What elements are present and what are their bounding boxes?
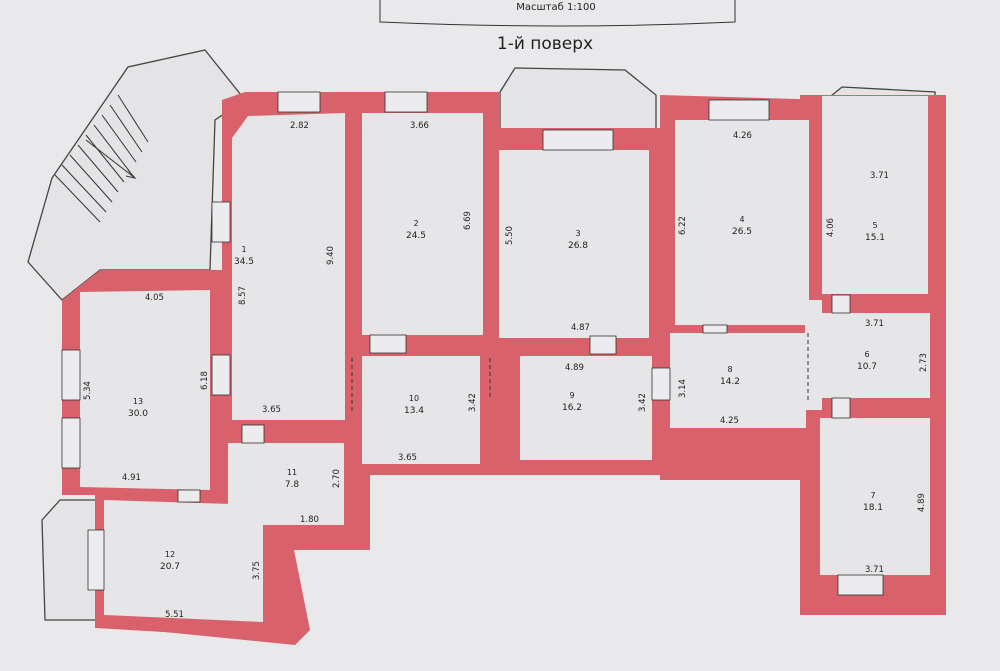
svg-text:5.51: 5.51 [165, 610, 184, 620]
svg-text:18.1: 18.1 [863, 503, 883, 513]
windows [61, 91, 884, 596]
svg-text:12: 12 [165, 550, 175, 559]
svg-text:24.5: 24.5 [406, 231, 426, 241]
room-interiors [80, 96, 930, 622]
svg-text:3.42: 3.42 [638, 393, 648, 412]
scale-label: Масштаб 1:100 [516, 2, 596, 13]
svg-text:3.66: 3.66 [410, 121, 429, 131]
room-label-2: 224.5 [406, 219, 426, 241]
svg-text:3.65: 3.65 [262, 405, 281, 415]
room-label-9: 916.2 [562, 391, 582, 413]
room-label-10: 10 13.4 [404, 394, 424, 416]
svg-text:16.2: 16.2 [562, 403, 582, 413]
svg-text:4.06: 4.06 [826, 218, 836, 237]
bay-window-room3 [499, 67, 657, 131]
svg-text:10: 10 [409, 394, 419, 403]
svg-text:2: 2 [413, 219, 418, 228]
svg-text:20.7: 20.7 [160, 562, 180, 572]
svg-text:6.18: 6.18 [200, 371, 210, 390]
svg-text:7.8: 7.8 [285, 480, 300, 490]
room-label-12: 12 20.7 [160, 550, 180, 572]
svg-text:4.91: 4.91 [122, 473, 141, 483]
svg-text:2.73: 2.73 [919, 353, 929, 372]
room-label-1: 134.5 [234, 245, 254, 267]
svg-text:4.25: 4.25 [720, 416, 739, 426]
svg-text:3.71: 3.71 [870, 171, 889, 181]
stair-bay [27, 49, 246, 301]
svg-text:4.89: 4.89 [565, 363, 584, 373]
svg-text:3: 3 [575, 229, 580, 238]
svg-text:2.70: 2.70 [332, 469, 342, 488]
svg-text:5.34: 5.34 [83, 381, 93, 400]
svg-text:8: 8 [727, 365, 732, 374]
floor-title: 1-й поверх [497, 34, 593, 54]
room-label-6: 610.7 [857, 350, 877, 372]
svg-text:3.42: 3.42 [468, 393, 478, 412]
svg-text:4.05: 4.05 [145, 293, 164, 303]
svg-text:6: 6 [864, 350, 869, 359]
svg-text:34.5: 34.5 [234, 257, 254, 267]
room-label-11: 117.8 [285, 468, 300, 490]
svg-text:2.82: 2.82 [290, 121, 309, 131]
svg-text:4.89: 4.89 [917, 493, 927, 512]
svg-text:5: 5 [872, 221, 877, 230]
dimension-labels: 2.82 9.40 8.57 3.65 3.66 6.69 5.50 4.87 … [83, 121, 929, 620]
svg-text:3.71: 3.71 [865, 565, 884, 575]
svg-text:30.0: 30.0 [128, 409, 148, 419]
room-label-3: 326.8 [568, 229, 588, 251]
svg-text:26.5: 26.5 [732, 227, 752, 237]
svg-text:14.2: 14.2 [720, 377, 740, 387]
svg-text:15.1: 15.1 [865, 233, 885, 243]
svg-text:13.4: 13.4 [404, 406, 424, 416]
svg-text:6.22: 6.22 [678, 216, 688, 235]
svg-text:9: 9 [569, 391, 574, 400]
svg-text:7: 7 [870, 491, 875, 500]
svg-text:8.57: 8.57 [238, 286, 248, 305]
svg-text:4.26: 4.26 [733, 131, 752, 141]
svg-text:11: 11 [287, 468, 297, 477]
staircase-icon [54, 94, 149, 223]
svg-text:3.71: 3.71 [865, 319, 884, 329]
svg-text:10.7: 10.7 [857, 362, 877, 372]
svg-text:9.40: 9.40 [326, 246, 336, 265]
svg-text:1.80: 1.80 [300, 515, 319, 525]
svg-text:5.50: 5.50 [505, 226, 515, 245]
room-label-4: 426.5 [732, 215, 752, 237]
svg-text:4.87: 4.87 [571, 323, 590, 333]
svg-text:3.75: 3.75 [252, 561, 262, 580]
scale-frame [379, 0, 736, 27]
room-label-8: 814.2 [720, 365, 740, 387]
room-label-5: 515.1 [865, 221, 885, 243]
room-label-7: 718.1 [863, 491, 883, 513]
svg-text:4: 4 [739, 215, 744, 224]
room-label-13: 13 30.0 [128, 397, 148, 419]
svg-text:13: 13 [133, 397, 143, 406]
svg-text:3.65: 3.65 [398, 453, 417, 463]
svg-text:3.14: 3.14 [678, 379, 688, 398]
svg-text:1: 1 [241, 245, 246, 254]
svg-text:6.69: 6.69 [463, 211, 473, 230]
svg-text:26.8: 26.8 [568, 241, 588, 251]
